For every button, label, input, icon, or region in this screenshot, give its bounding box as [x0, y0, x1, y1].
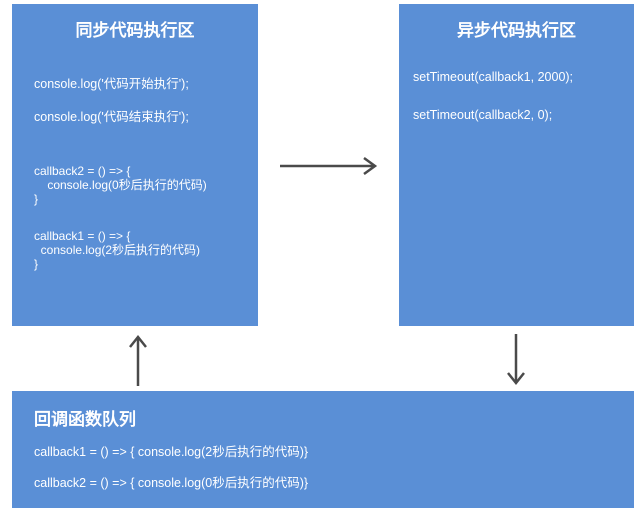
sync-line-callback2-open: callback2 = () => { [34, 164, 131, 178]
async-line-timeout-callback1: setTimeout(callback1, 2000); [413, 70, 574, 84]
sync-line-callback2-body: console.log(0秒后执行的代码) [34, 178, 207, 192]
arrow-up-icon [129, 334, 147, 386]
callback-queue-panel: 回调函数队列 callback1 = () => { console.log(2… [12, 391, 634, 508]
queue-panel-title: 回调函数队列 [34, 410, 136, 429]
arrow-down-icon [507, 334, 525, 386]
arrow-right-icon [280, 156, 378, 176]
sync-line-log-start: console.log('代码开始执行'); [34, 77, 189, 91]
sync-line-callback1-open: callback1 = () => { [34, 229, 131, 243]
sync-line-callback2-close: } [34, 192, 39, 206]
sync-line-log-end: console.log('代码结束执行'); [34, 110, 189, 124]
queue-line-callback1: callback1 = () => { console.log(2秒后执行的代码… [34, 445, 309, 459]
async-line-timeout-callback2: setTimeout(callback2, 0); [413, 108, 553, 122]
sync-panel-title: 同步代码执行区 [75, 21, 195, 40]
sync-line-callback1-body: console.log(2秒后执行的代码) [34, 243, 201, 257]
async-code-panel: 异步代码执行区 setTimeout(callback1, 2000); set… [399, 4, 634, 326]
async-panel-title: 异步代码执行区 [457, 21, 576, 40]
sync-code-panel: 同步代码执行区 console.log('代码开始执行'); console.l… [12, 4, 258, 326]
sync-line-callback1-close: } [34, 257, 39, 271]
queue-line-callback2: callback2 = () => { console.log(0秒后执行的代码… [34, 476, 309, 490]
